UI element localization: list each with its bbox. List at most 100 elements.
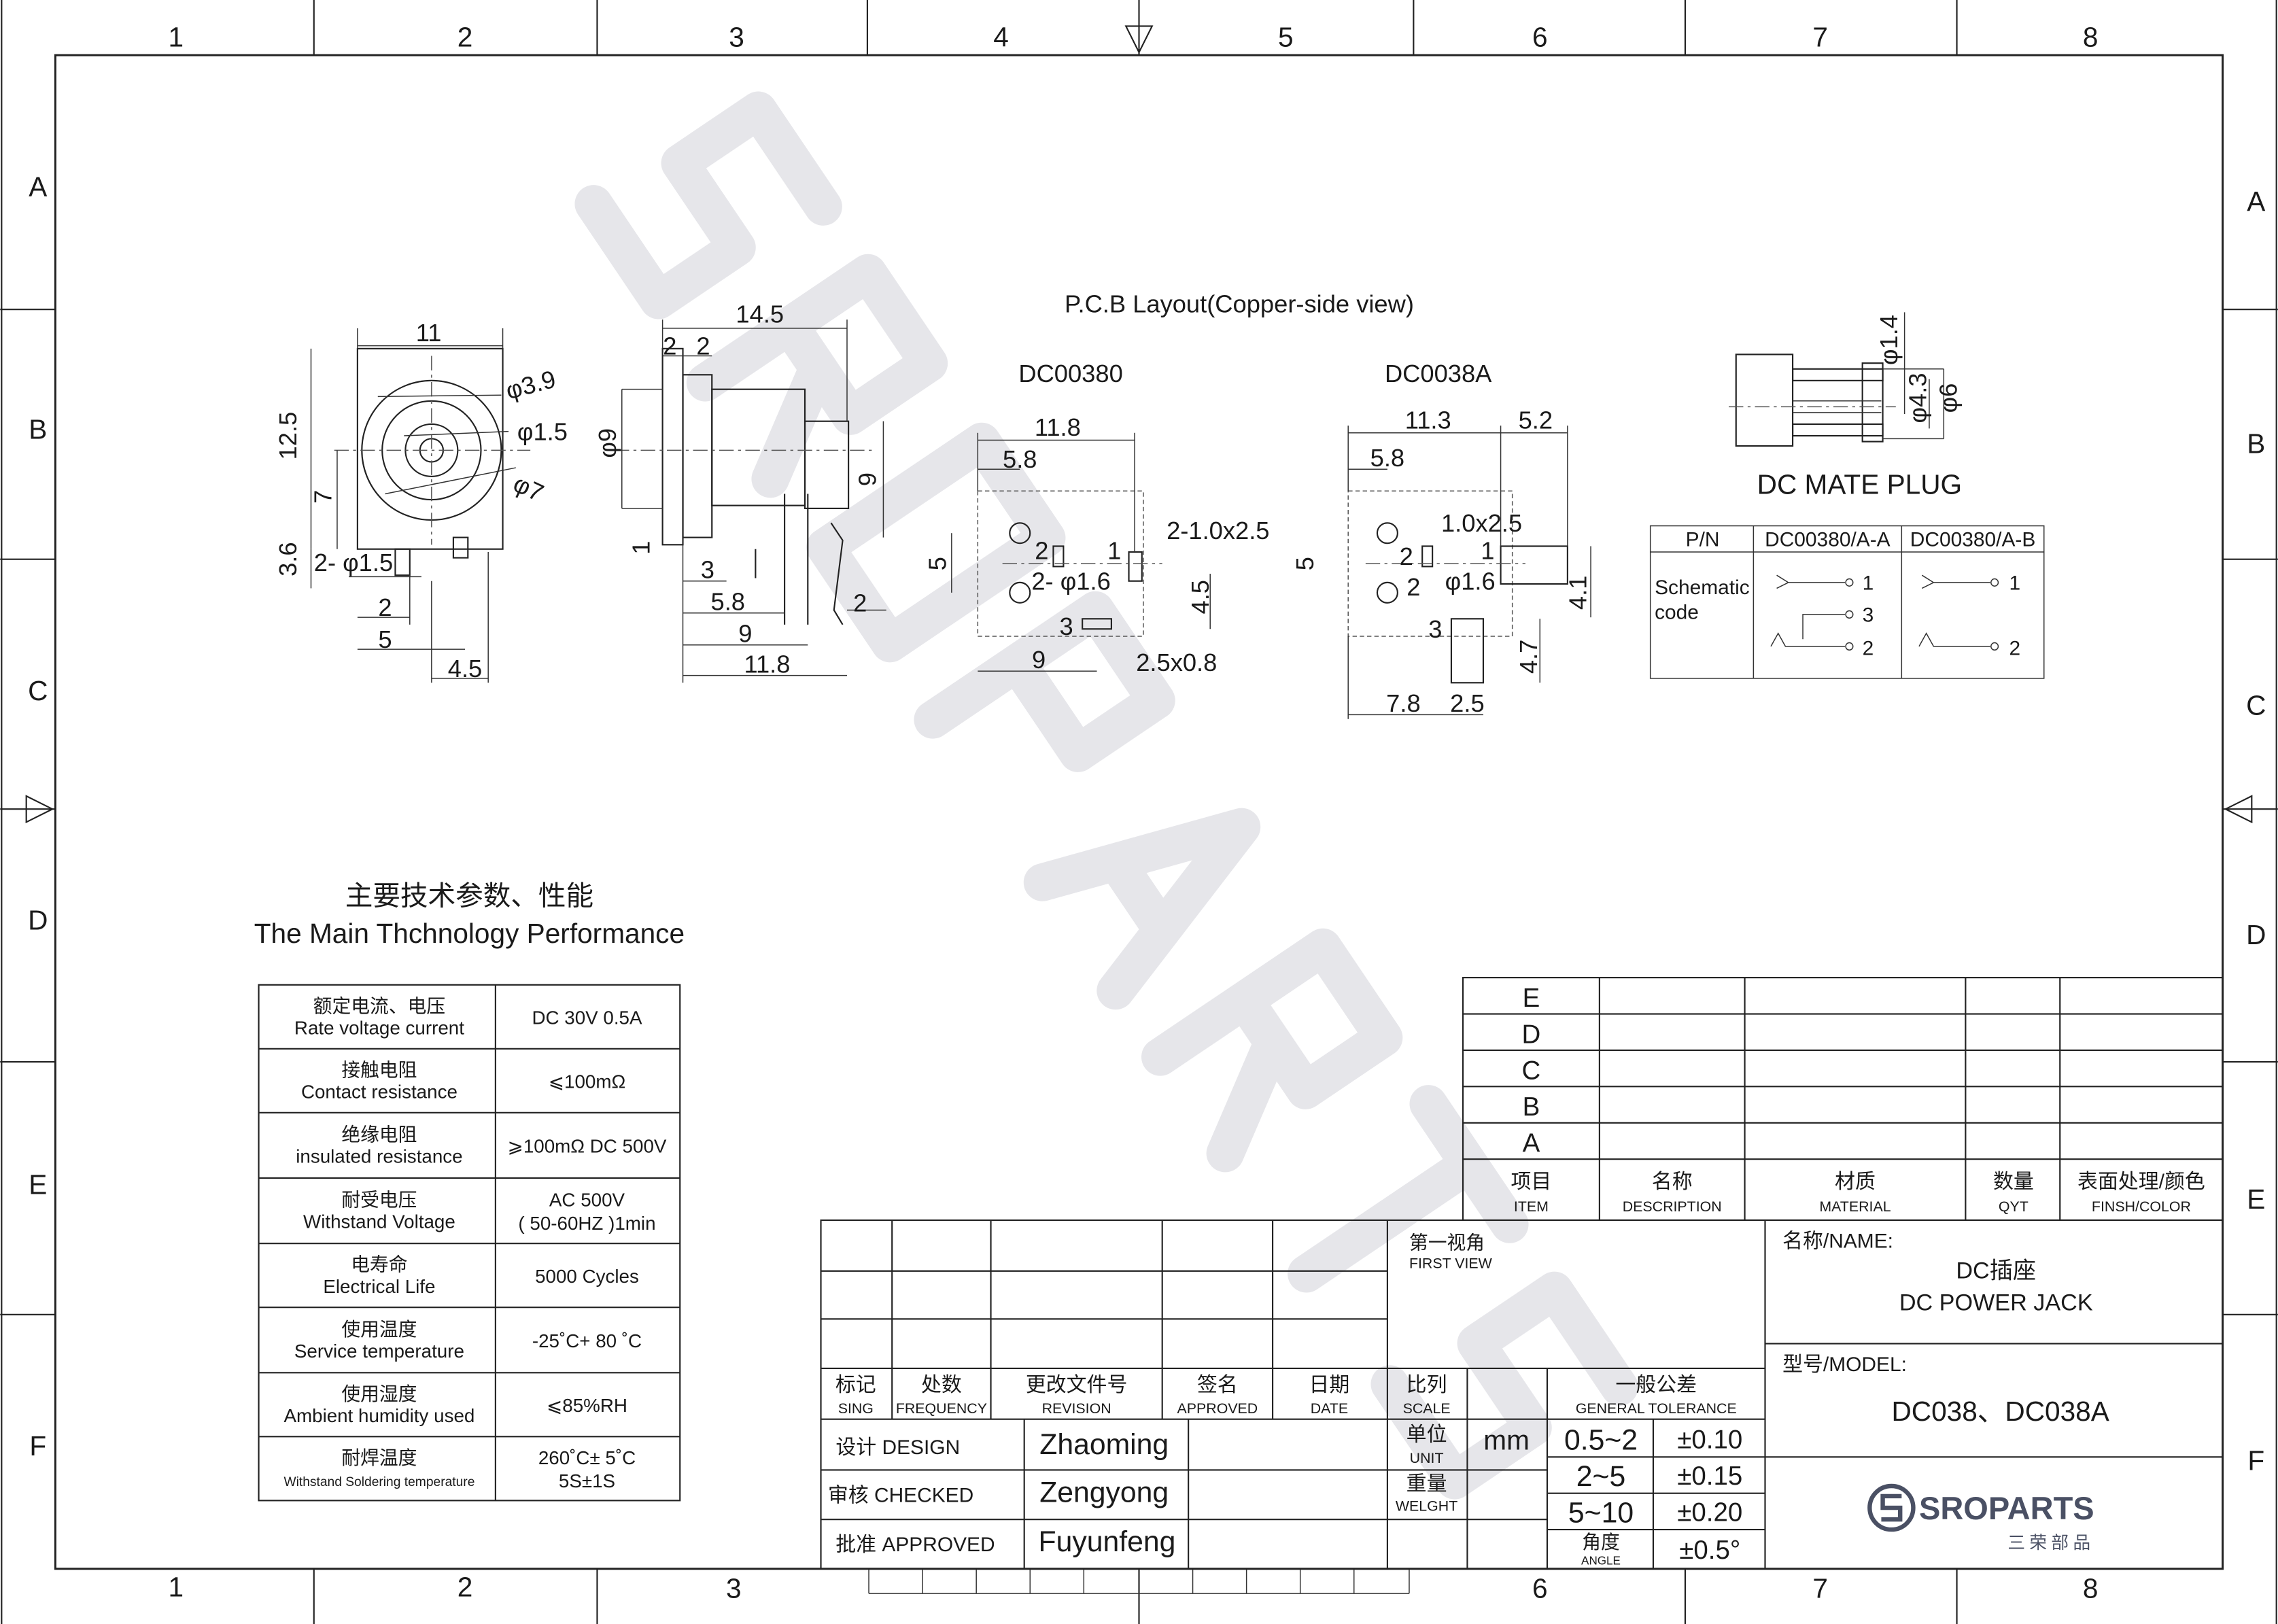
dim-label: 2 [378, 593, 392, 621]
change-header-en: SING [838, 1400, 874, 1417]
pin-label: 2 [1863, 638, 1874, 660]
zone-row: B [2247, 428, 2265, 460]
revision-header-en: QYT [1999, 1198, 2029, 1215]
approver-name: Fuyunfeng [1039, 1525, 1176, 1558]
design-label: 设计 DESIGN [835, 1436, 960, 1459]
checker-name: Zengyong [1039, 1476, 1169, 1509]
zone-col: 8 [2083, 1573, 2099, 1604]
zone-col: 8 [2083, 21, 2099, 52]
revision-header-cn: 项目 [1511, 1171, 1552, 1193]
pin-label: 1 [2009, 572, 2020, 595]
center-mark-right-icon [2224, 795, 2253, 824]
angle-cn: 角度 [1582, 1532, 1620, 1553]
dim-label: 5.2 [1519, 406, 1553, 434]
pcb-model-label: DC0038A [1385, 360, 1492, 387]
dim-label: 5 [1291, 557, 1319, 570]
dim-label: 2.5x0.8 [1136, 649, 1217, 676]
dim-label: 11 [416, 319, 442, 347]
dim-label: 12.5 [274, 412, 302, 460]
zone-row: A [2247, 186, 2265, 217]
dim-label: φ1.4 [1875, 315, 1903, 365]
mate-plug-title: DC MATE PLUG [1757, 469, 1962, 500]
spec-label-en: Contact resistance [301, 1081, 458, 1102]
dim-label: 4.7 [1515, 640, 1542, 674]
spec-value: 5S±1S [559, 1470, 615, 1491]
change-header-cn: 标记 [835, 1374, 876, 1396]
revision-header-cn: 名称 [1652, 1171, 1693, 1193]
spec-value: 5000 Cycles [535, 1266, 639, 1287]
first-view-en: FIRST VIEW [1409, 1255, 1493, 1271]
logo-mark-icon [1867, 1483, 1916, 1532]
approved-label: 批准 APPROVED [835, 1534, 995, 1556]
revision-row-label: E [1523, 984, 1540, 1013]
model-label: 型号/MODEL: [1782, 1353, 1907, 1376]
spec-label-en: Withstand Voltage [303, 1211, 455, 1232]
tolerance-range: 5~10 [1568, 1496, 1634, 1529]
model-value: DC038、DC038A [1891, 1396, 2109, 1427]
spec-value: 260˚C± 5˚C [538, 1447, 636, 1468]
spec-label-en: Service temperature [294, 1341, 464, 1362]
dim-label: 11.3 [1405, 406, 1451, 434]
zone-col: 6 [1532, 1573, 1548, 1604]
zone-col: 1 [168, 21, 184, 52]
weight-cn: 重量 [1407, 1472, 1447, 1495]
zone-col: 7 [1812, 21, 1828, 52]
revision-header-cn: 数量 [1993, 1171, 2034, 1193]
dim-label: 5 [923, 557, 951, 570]
performance-title-en: The Main Thchnology Performance [254, 918, 685, 949]
zone-col: 2 [458, 21, 473, 52]
spec-label-cn: 额定电流、电压 [313, 995, 445, 1016]
pn-row-label: code [1655, 601, 1699, 623]
spec-label-cn: 使用湿度 [341, 1383, 417, 1404]
pcb-layout-title: P.C.B Layout(Copper-side view) [1065, 290, 1414, 317]
pin-label: 3 [1863, 604, 1874, 627]
dim-label: 2 [1407, 573, 1420, 601]
zone-col: 7 [1812, 1573, 1828, 1604]
dim-label: 2 [1400, 542, 1413, 570]
spec-label-en: insulated resistance [296, 1146, 462, 1167]
angle-tolerance: ±0.5° [1679, 1536, 1740, 1565]
change-header-en: REVISION [1042, 1400, 1111, 1417]
spec-label-cn: 耐受电压 [341, 1190, 417, 1211]
zone-row: B [29, 413, 47, 445]
dim-label: 2.5 [1450, 689, 1484, 717]
tolerance-en: GENERAL TOLERANCE [1576, 1400, 1737, 1417]
scale-en: SCALE [1403, 1400, 1451, 1417]
zone-col: 3 [726, 1573, 742, 1604]
dim-label: 9 [738, 619, 752, 647]
revision-row-label: B [1523, 1092, 1540, 1122]
dim-label: 5.8 [1370, 444, 1404, 472]
dim-label: 4.1 [1564, 576, 1592, 610]
company-logo: SROPARTS 三荣部品 [1867, 1483, 2094, 1553]
zone-row: E [29, 1169, 47, 1200]
change-header-en: DATE [1311, 1400, 1348, 1417]
dim-label: 4.5 [448, 655, 482, 683]
dim-label: φ4.3 [1904, 373, 1932, 423]
dim-label: φ1.5 [517, 417, 568, 445]
dim-label: 3.6 [274, 542, 302, 576]
spec-value: ⩽85%RH [547, 1395, 627, 1416]
dim-label: 5 [378, 625, 392, 653]
revision-header-en: MATERIAL [1819, 1198, 1891, 1215]
dim-label: 4.5 [1186, 580, 1214, 614]
logo-text: SROPARTS [1919, 1490, 2094, 1526]
angle-en: ANGLE [1581, 1554, 1621, 1567]
center-mark-top-icon [1124, 25, 1154, 54]
dim-label: 2 [853, 589, 867, 617]
zone-row: C [2246, 689, 2266, 721]
zone-col: 1 [168, 1571, 184, 1602]
pin-label: 1 [1863, 572, 1874, 595]
dim-label: φ1.6 [1445, 568, 1496, 595]
side-view: 14.5 2 2 φ9 9 1 3 5.8 9 2 11.8 [593, 300, 886, 683]
zone-row: C [28, 675, 48, 706]
revision-header-en: ITEM [1514, 1198, 1549, 1215]
revision-header-cn: 材质 [1835, 1171, 1876, 1193]
spec-label-en: Electrical Life [323, 1276, 435, 1297]
dim-label: 2- φ1.6 [1031, 568, 1110, 595]
spec-label-cn: 接触电阻 [341, 1059, 417, 1080]
change-header-cn: 处数 [921, 1374, 962, 1396]
dim-label: 2 [696, 332, 710, 360]
spec-value: AC 500V [549, 1190, 625, 1211]
